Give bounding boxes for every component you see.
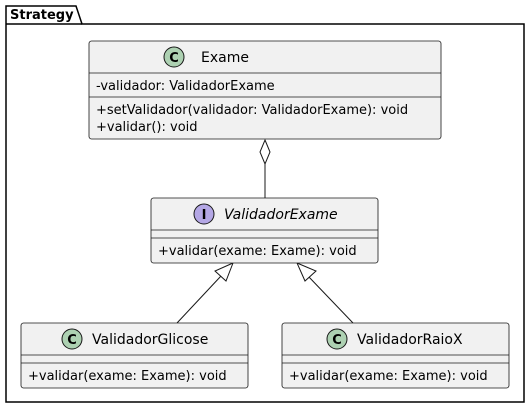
class-method: +validar(exame: Exame): void: [158, 244, 357, 259]
class-stereotype-letter: C: [332, 333, 342, 348]
class-stereotype-icon: [163, 46, 185, 68]
class-stereotype-icon: [61, 328, 83, 350]
class-stereotype-letter: I: [202, 208, 207, 223]
class-stereotype-letter: C: [67, 333, 77, 348]
interface-stereotype-icon: [193, 203, 215, 225]
class-exame[interactable]: C Exame -validador: ValidadorExame +setV…: [88, 40, 442, 140]
relation-realization-raiox: [296, 262, 354, 324]
class-validador-glicose[interactable]: C ValidadorGlicose +validar(exame: Exame…: [20, 322, 249, 389]
class-attribute: -validador: ValidadorExame: [96, 79, 275, 94]
relation-realization-glicose: [176, 262, 234, 324]
realization-arrowhead-glicose: [214, 262, 234, 282]
class-name: ValidadorGlicose: [92, 332, 208, 348]
realization-line-raiox: [307, 275, 354, 324]
package-frame: [5, 5, 525, 403]
class-method: +validar(exame: Exame): void: [289, 369, 488, 384]
interface-validador-exame[interactable]: I ValidadorExame +validar(exame: Exame):…: [150, 197, 379, 264]
class-name: Exame: [201, 50, 249, 66]
aggregation-diamond: [259, 138, 271, 166]
class-method: +validar(): void: [96, 120, 198, 135]
realization-line-glicose: [176, 275, 222, 324]
class-name: ValidadorRaioX: [357, 332, 463, 348]
class-validador-raiox[interactable]: C ValidadorRaioX +validar(exame: Exame):…: [281, 322, 510, 389]
class-method: +validar(exame: Exame): void: [28, 369, 227, 384]
realization-arrowhead-raiox: [296, 262, 317, 282]
package-name: Strategy: [10, 8, 74, 23]
class-stereotype-icon: [326, 328, 348, 350]
package-strategy: Strategy: [5, 5, 525, 403]
relation-aggregation: [259, 138, 271, 198]
class-stereotype-letter: C: [169, 51, 179, 66]
class-method: +setValidador(validador: ValidadorExame)…: [96, 103, 408, 118]
class-name: ValidadorExame: [224, 207, 338, 223]
